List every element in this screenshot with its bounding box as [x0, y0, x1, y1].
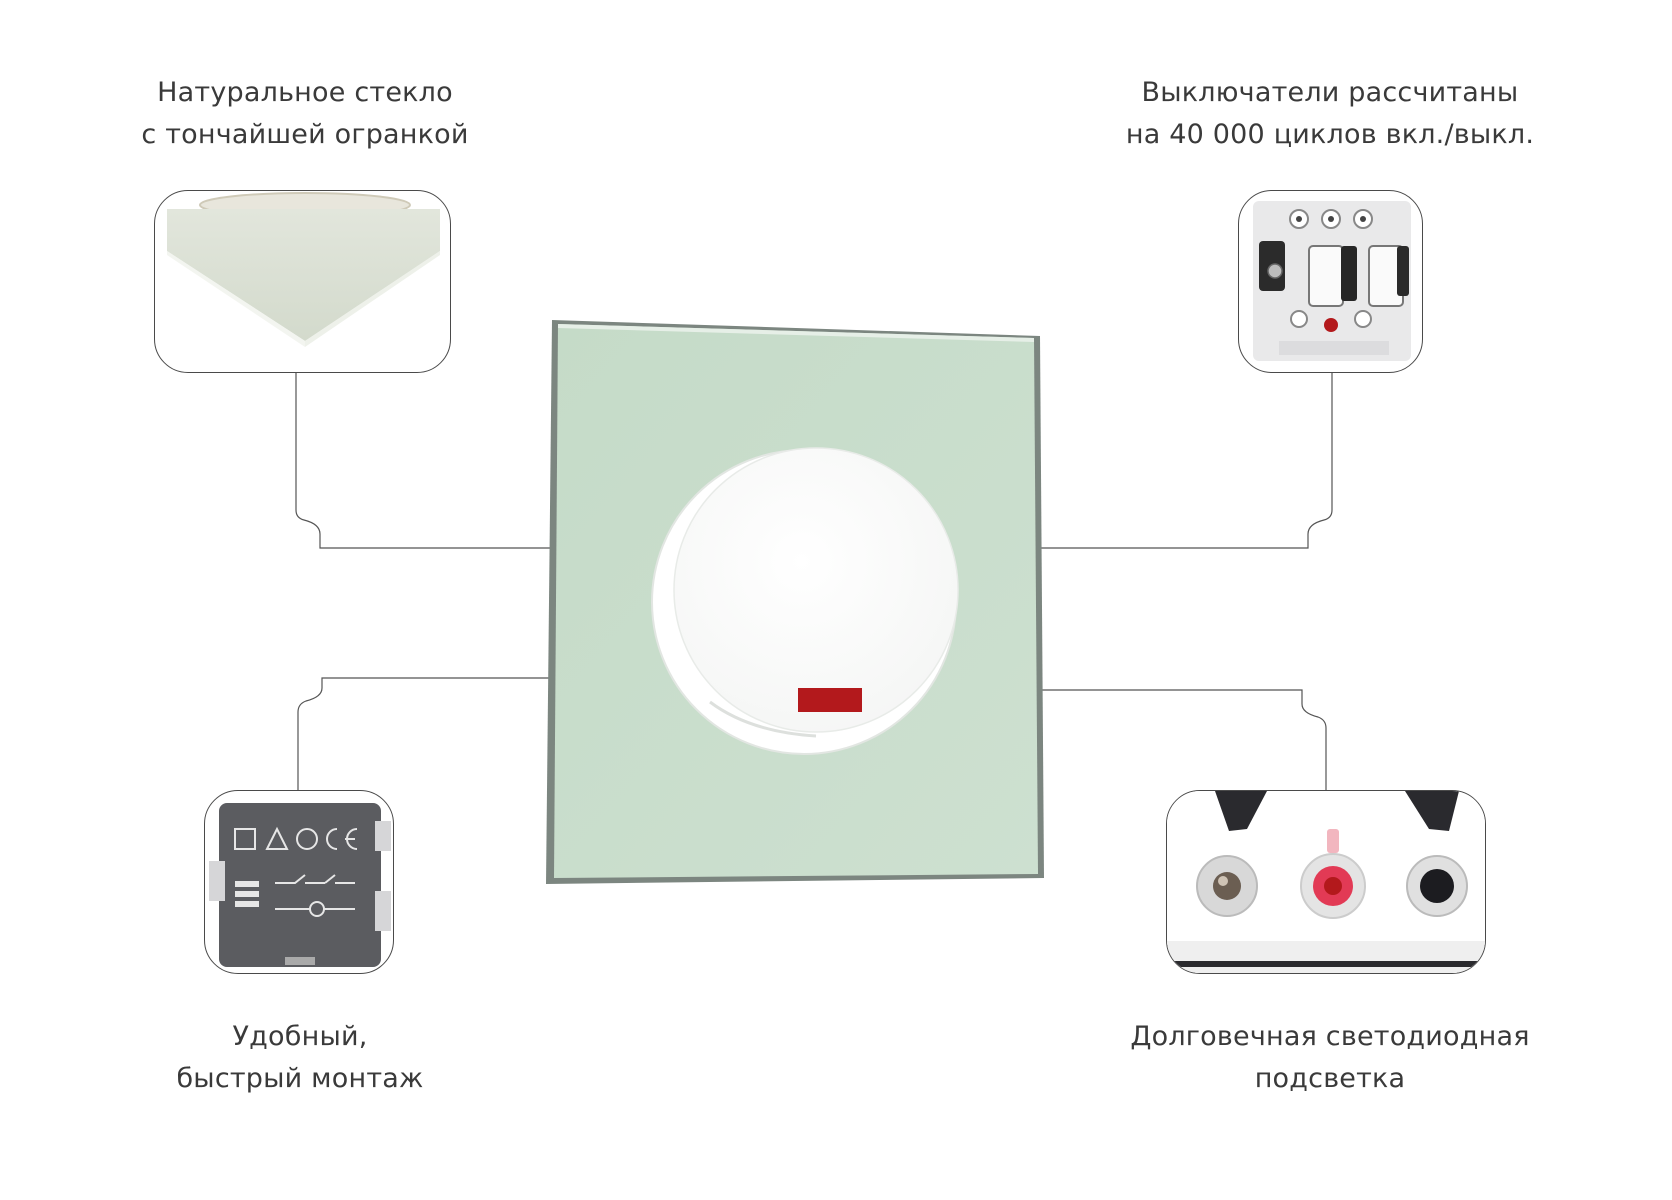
caption-mounting-line1: Удобный,	[232, 1021, 368, 1052]
led-indicator	[798, 688, 862, 712]
caption-led-line1: Долговечная светодиодная	[1130, 1021, 1530, 1052]
thumb-glass-edge	[154, 190, 451, 373]
connector-bottom-left	[297, 677, 616, 790]
switch-key	[673, 447, 959, 733]
connector-bottom-right	[858, 689, 1327, 790]
caption-glass-line2: с тончайшей огранкой	[141, 119, 469, 150]
caption-led-line2: подсветка	[1254, 1063, 1406, 1094]
caption-cycles: Выключатели рассчитаны на 40 000 циклов …	[1090, 72, 1570, 156]
caption-cycles-line2: на 40 000 циклов вкл./выкл.	[1125, 119, 1535, 150]
thumb-mechanism	[1238, 190, 1423, 373]
caption-cycles-line1: Выключатели рассчитаны	[1141, 77, 1519, 108]
connector-top-right	[890, 372, 1333, 549]
glass-switch	[546, 320, 1044, 884]
caption-glass-line1: Натуральное стекло	[157, 77, 453, 108]
mounting-image	[209, 803, 391, 967]
caption-mounting-line2: быстрый монтаж	[176, 1063, 424, 1094]
thumb-mounting	[204, 790, 394, 974]
caption-glass: Натуральное стекло с тончайшей огранкой	[100, 72, 510, 156]
caption-led: Долговечная светодиодная подсветка	[1100, 1016, 1560, 1100]
caption-mounting: Удобный, быстрый монтаж	[110, 1016, 490, 1100]
mechanism-image	[1253, 201, 1411, 361]
connector-top-left	[295, 372, 580, 549]
glass-edge-image	[167, 192, 440, 347]
led-image	[1167, 791, 1485, 973]
thumb-led	[1166, 790, 1486, 974]
